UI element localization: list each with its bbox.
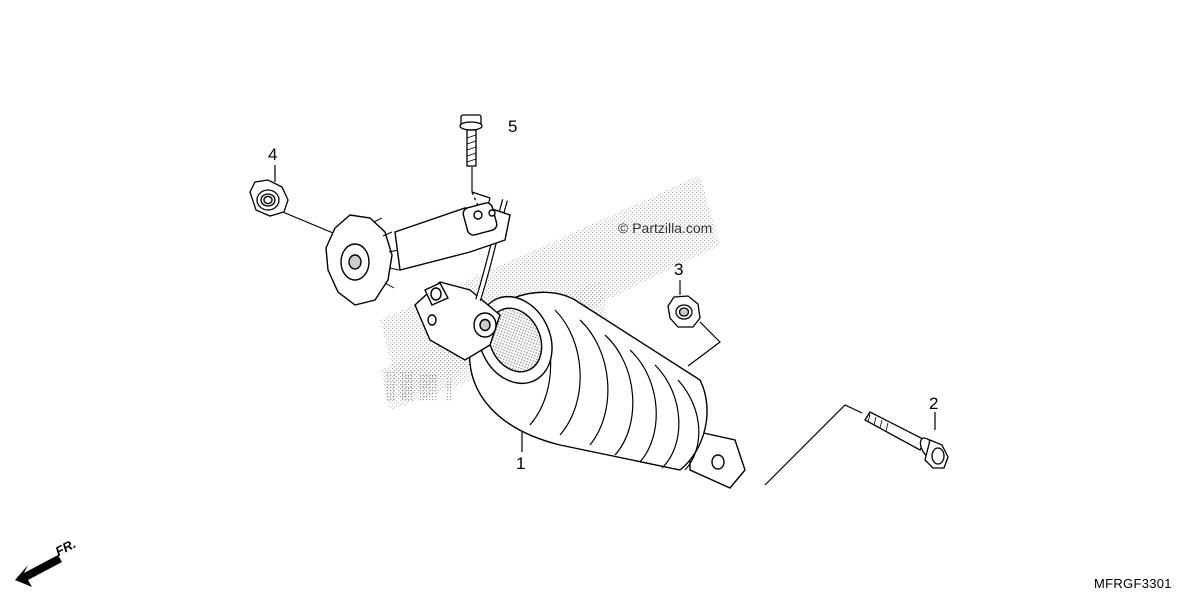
nut-part-4 bbox=[249, 179, 289, 217]
nut-part-3 bbox=[667, 295, 701, 328]
bolt-part-5 bbox=[459, 114, 483, 167]
callout-part-5: 5 bbox=[508, 117, 518, 136]
callout-part-2: 2 bbox=[929, 394, 939, 413]
watermark: © Partzilla.com bbox=[618, 220, 713, 236]
diagram-code: MFRGF3301 bbox=[1094, 576, 1172, 591]
bolt-part-2 bbox=[864, 411, 949, 469]
shock-absorber-part-1 bbox=[325, 199, 746, 489]
callout-part-4: 4 bbox=[268, 145, 278, 164]
front-arrow-icon bbox=[15, 555, 62, 587]
callout-part-3: 3 bbox=[674, 260, 684, 279]
callout-part-1: 1 bbox=[516, 454, 526, 473]
